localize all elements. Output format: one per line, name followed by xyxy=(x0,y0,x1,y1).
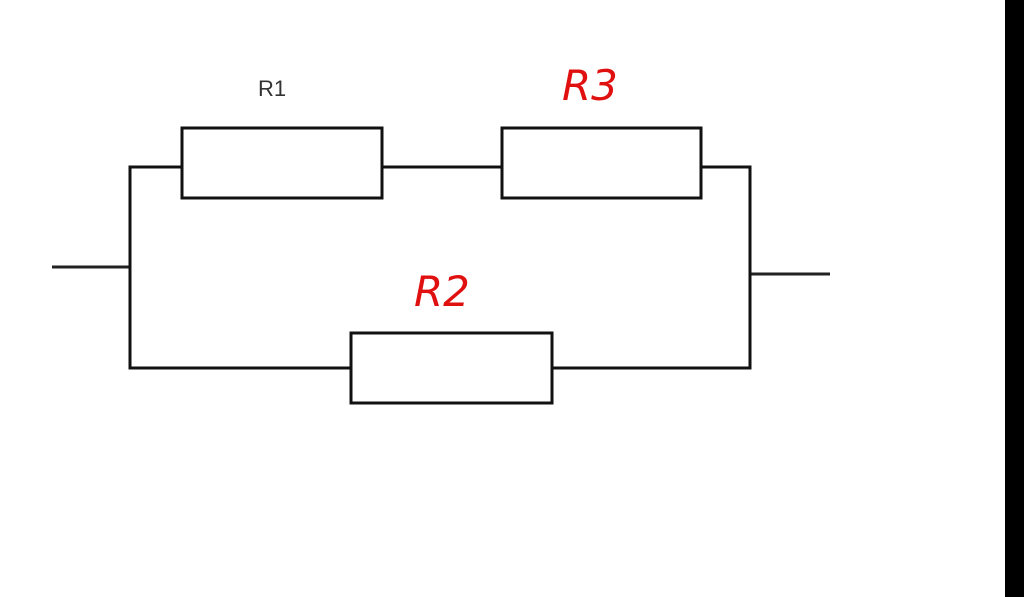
right-edge-bar xyxy=(1005,0,1024,597)
resistor-r1 xyxy=(180,126,384,200)
resistor-r3 xyxy=(500,126,703,200)
resistor-r2 xyxy=(349,331,554,405)
resistor-r2-label: R2 xyxy=(414,267,470,316)
resistor-r3-label: R3 xyxy=(562,61,618,110)
resistor-r1-label: R1 xyxy=(258,76,286,101)
